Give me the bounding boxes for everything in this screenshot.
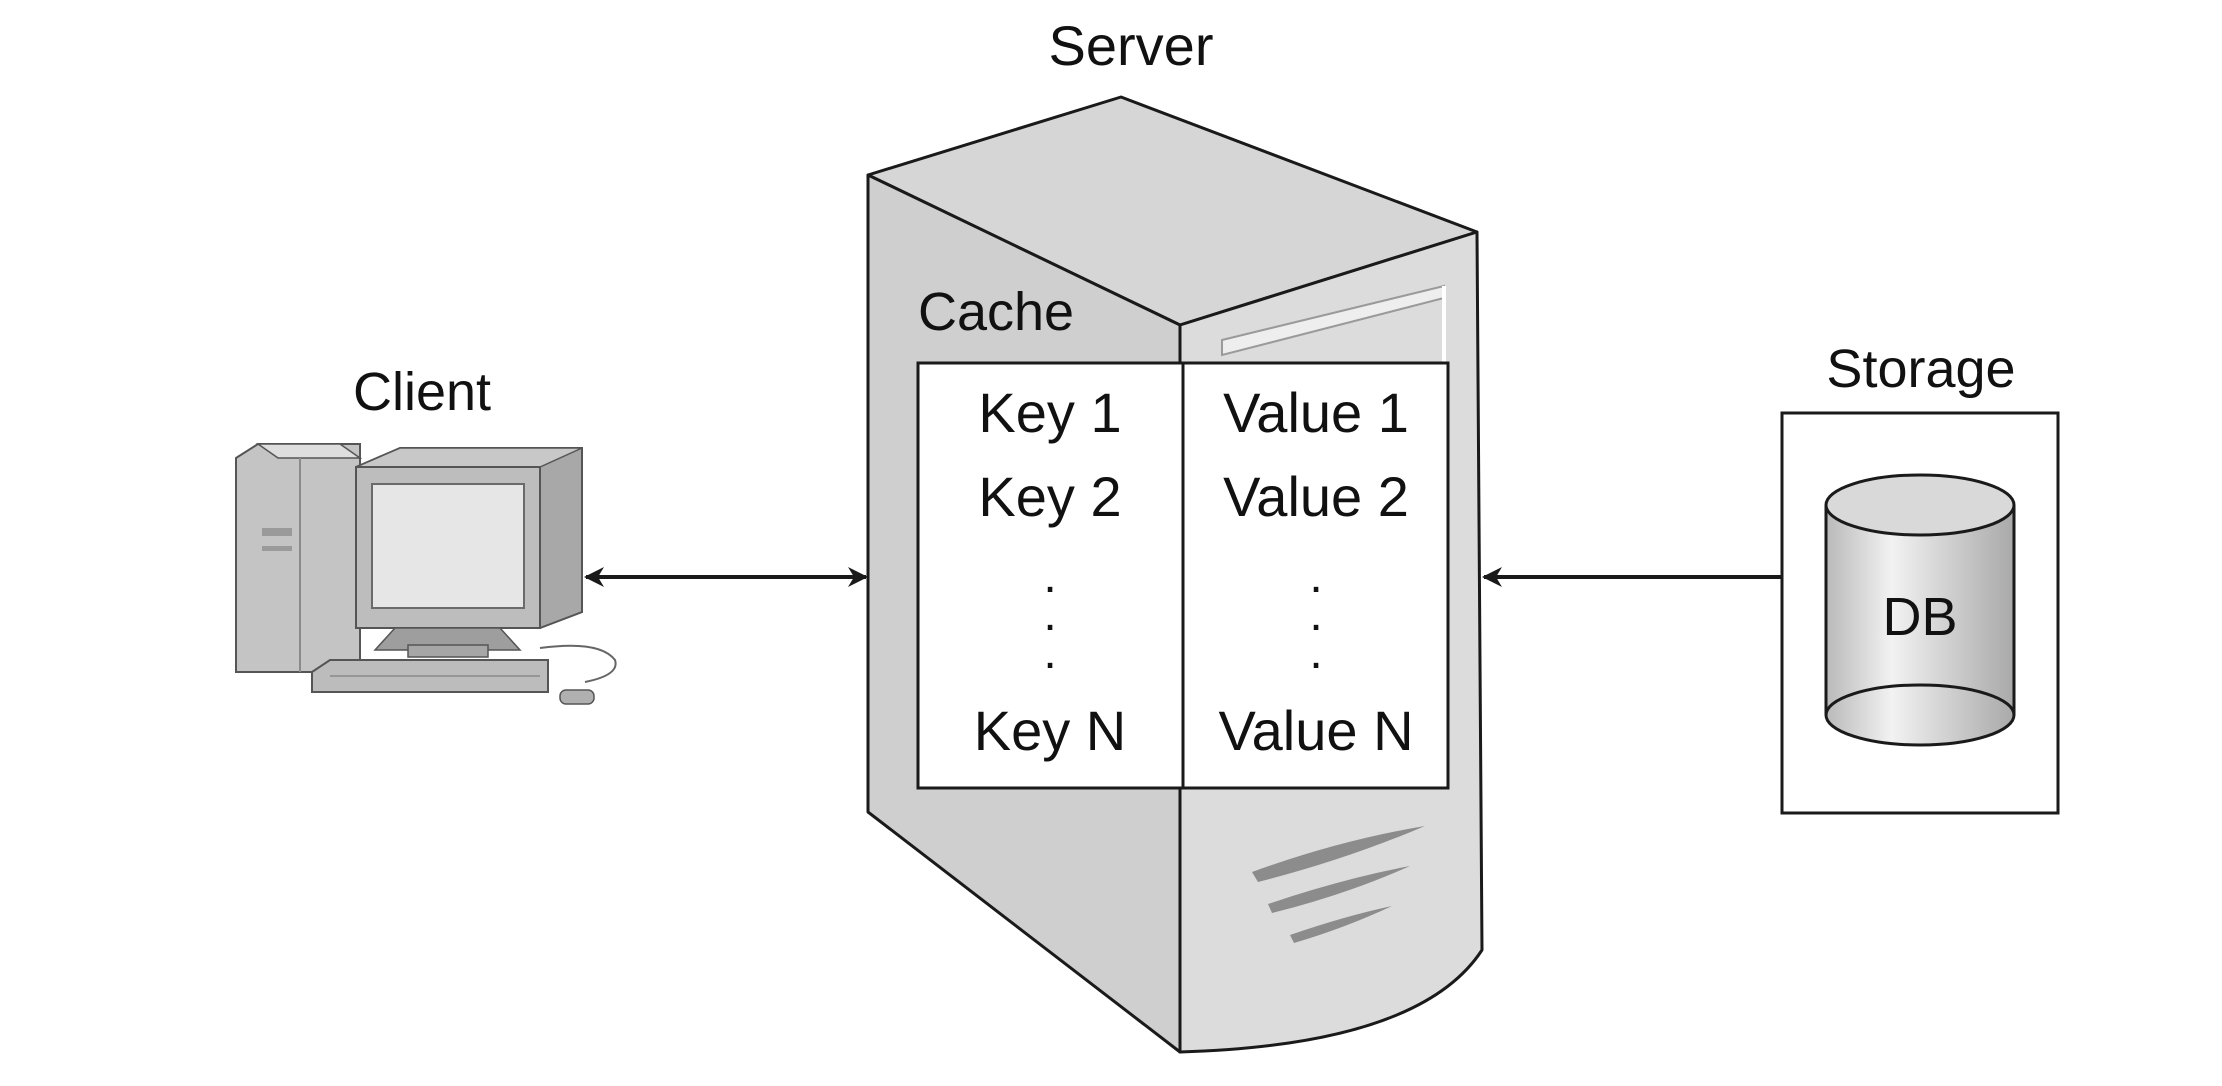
cache-key-2: Key 2 xyxy=(978,465,1121,528)
cache-key-3: . xyxy=(1043,550,1056,603)
client-mouse xyxy=(559,689,595,705)
server-label: Server xyxy=(1049,14,1214,77)
client-tower xyxy=(235,443,361,673)
cache-value-5: . xyxy=(1309,626,1322,679)
cache-value-2: Value 2 xyxy=(1223,465,1409,528)
cache-key-1: Key 1 xyxy=(978,381,1121,444)
cache-key-4: . xyxy=(1043,588,1056,641)
cache-values-column: Value 1 Value 2... Value N xyxy=(1218,381,1413,762)
cache-key-6: Key N xyxy=(974,699,1127,762)
storage-box: DB xyxy=(1780,411,2060,815)
db-cylinder-icon xyxy=(1824,505,2016,747)
cache-value-6: Value N xyxy=(1218,699,1413,762)
client-computer-icon xyxy=(235,443,617,705)
client-mouse-cable xyxy=(539,644,617,683)
server-vent-stripes xyxy=(1252,826,1425,943)
storage-label: Storage xyxy=(1826,339,2015,399)
client-screen xyxy=(371,483,525,609)
cache-value-1: Value 1 xyxy=(1223,381,1409,444)
cache-label: Cache xyxy=(918,282,1074,342)
client-label: Client xyxy=(353,362,491,422)
cache-value-3: . xyxy=(1309,550,1322,603)
cache-value-4: . xyxy=(1309,588,1322,641)
cache-key-5: . xyxy=(1043,626,1056,679)
db-label: DB xyxy=(1882,587,1957,647)
db-cylinder-top xyxy=(1824,473,2016,537)
cache-keys-column: Key 1 Key 2... Key N xyxy=(974,381,1127,762)
